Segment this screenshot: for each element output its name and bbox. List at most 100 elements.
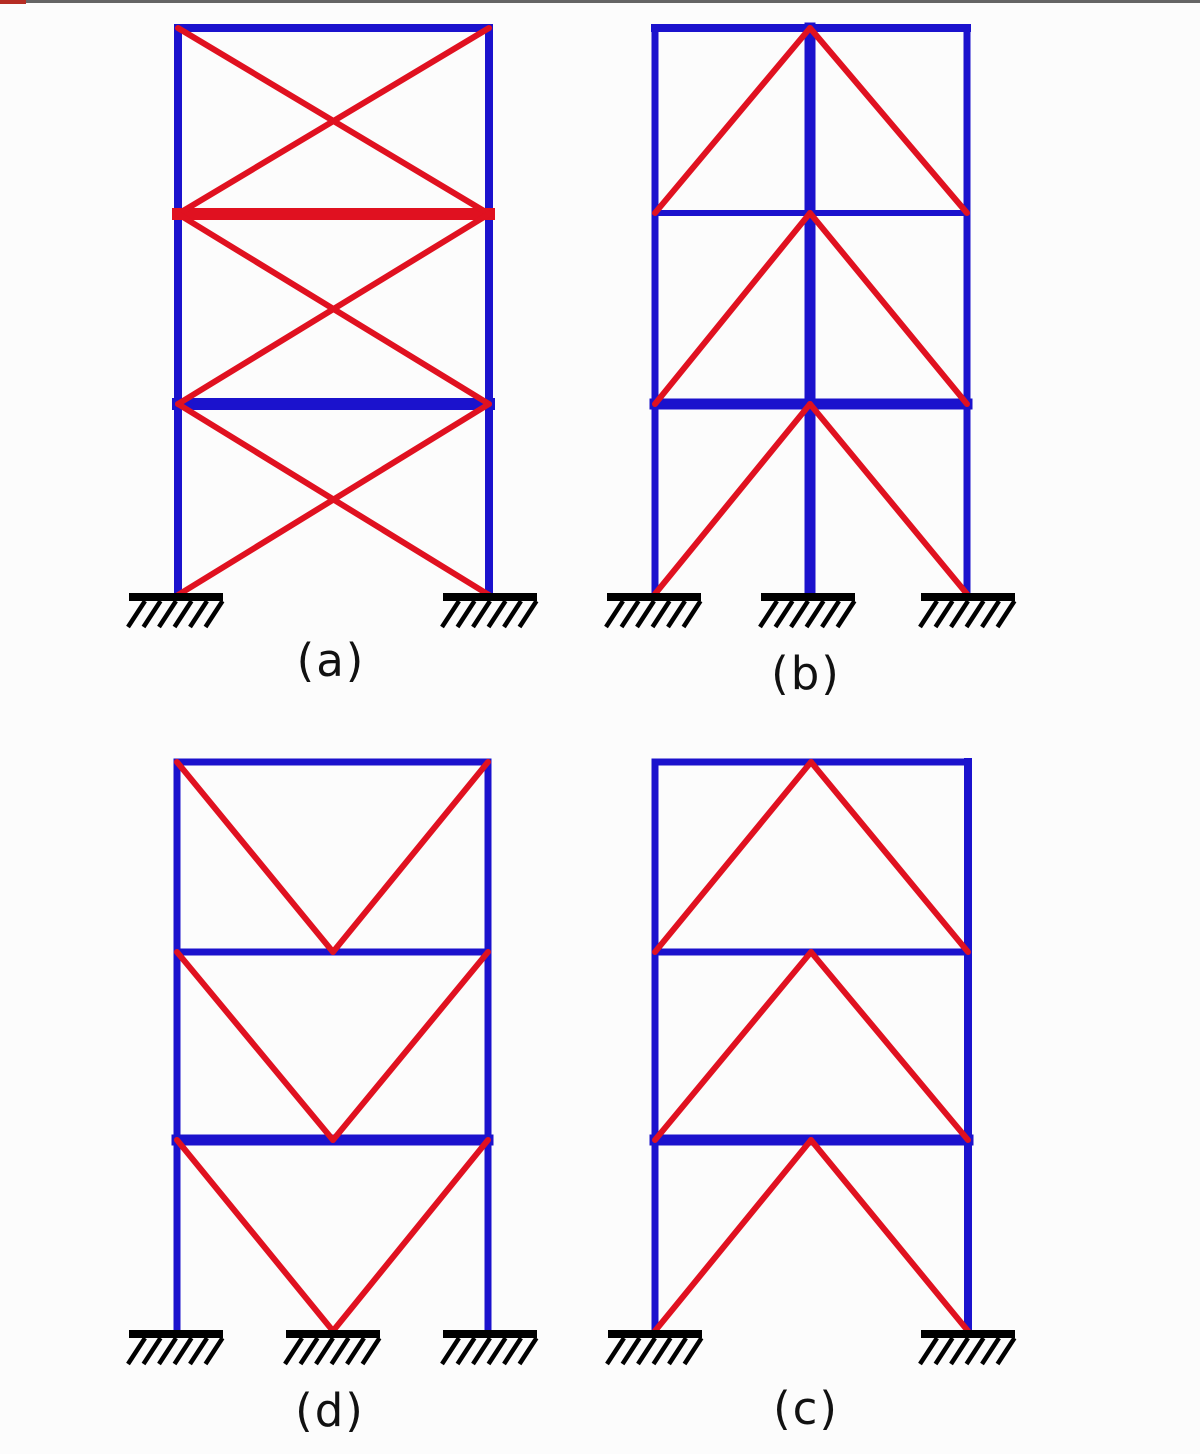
member-diagonal-brace: [807, 25, 970, 216]
ground-hatch: [298, 1336, 320, 1366]
ground-support: [605, 1330, 704, 1366]
ground-hatch: [964, 599, 986, 629]
ground-support: [918, 593, 1017, 629]
ground-hatch: [471, 599, 492, 629]
ground-hatch: [502, 599, 523, 629]
ground-hatch: [964, 1336, 986, 1366]
ground-hatch: [141, 1336, 163, 1366]
ground-hatch: [773, 599, 795, 629]
ground-hatch: [758, 599, 779, 629]
ground-bar: [607, 593, 701, 601]
ground-hatch: [949, 599, 970, 629]
member-v-brace: [330, 949, 491, 1143]
ground-hatch: [682, 1336, 704, 1366]
frame-label-b: (b): [771, 647, 841, 700]
frame-label-a: (a): [297, 634, 366, 687]
ground-hatch: [804, 599, 826, 629]
member-x-brace: [175, 25, 492, 217]
ground-hatch: [620, 1336, 642, 1366]
ground-hatch: [949, 1336, 970, 1366]
frames-layer: [126, 22, 1017, 1366]
ground-hatch: [933, 599, 955, 629]
ground-support: [126, 1330, 225, 1366]
top-edge-line: [0, 0, 1200, 3]
ground-hatch: [440, 1336, 461, 1366]
ground-hatch: [517, 1336, 539, 1366]
ground-hatch: [283, 1336, 304, 1366]
ground-hatch: [440, 599, 461, 629]
ground-hatch: [172, 599, 194, 629]
ground-hatch: [471, 1336, 492, 1366]
ground-hatch: [604, 599, 625, 629]
member-chevron-brace: [808, 949, 971, 1143]
member-chevron-brace: [652, 1137, 814, 1334]
ground-hatch: [486, 599, 508, 629]
page-edge-artifact: [0, 0, 1200, 4]
frame-d: [126, 758, 539, 1366]
ground-hatch: [203, 599, 225, 629]
ground-hatch: [918, 1336, 939, 1366]
ground-hatch: [360, 1336, 382, 1366]
ground-support: [440, 1330, 539, 1366]
member-x-brace: [175, 401, 492, 598]
ground-hatch: [517, 599, 539, 629]
ground-hatch: [995, 599, 1017, 629]
ground-hatch: [789, 599, 810, 629]
member-chevron-brace: [652, 949, 814, 1143]
ground-hatch: [651, 1336, 673, 1366]
ground-hatch: [666, 599, 687, 629]
ground-bar: [761, 593, 855, 601]
ground-bar: [921, 1330, 1015, 1338]
ground-hatch: [635, 599, 656, 629]
ground-hatch: [203, 1336, 225, 1366]
ground-hatch: [314, 1336, 335, 1366]
ground-bar: [443, 1330, 537, 1338]
ground-hatch: [172, 1336, 194, 1366]
ground-support: [440, 593, 539, 629]
ground-hatch: [486, 1336, 508, 1366]
member-v-brace: [174, 949, 336, 1143]
member-chevron-brace: [808, 759, 971, 955]
ground-hatch: [126, 1336, 147, 1366]
ground-hatch: [650, 599, 672, 629]
ground-hatch: [918, 599, 939, 629]
ground-hatch: [636, 1336, 657, 1366]
frame-label-c: (c): [773, 1382, 839, 1435]
ground-support: [758, 593, 857, 629]
ground-hatch: [820, 599, 841, 629]
ground-bar: [129, 1330, 223, 1338]
ground-hatch: [141, 599, 163, 629]
member-diagonal-brace: [807, 210, 970, 407]
ground-hatch: [502, 1336, 523, 1366]
frame-label-d: (d): [295, 1384, 365, 1437]
ground-bar: [443, 593, 537, 601]
ground-support: [126, 593, 225, 629]
ground-hatch: [619, 599, 641, 629]
member-diagonal-brace: [807, 401, 970, 597]
ground-hatch: [681, 599, 703, 629]
ground-hatch: [157, 599, 178, 629]
ground-support: [918, 1330, 1017, 1366]
ground-hatch: [345, 1336, 366, 1366]
frame-c: [605, 758, 1017, 1366]
ground-hatch: [157, 1336, 178, 1366]
ground-hatch: [995, 1336, 1017, 1366]
member-v-brace: [330, 1137, 491, 1334]
ground-hatch: [980, 599, 1001, 629]
member-diagonal-brace: [652, 210, 813, 407]
ground-bar: [129, 593, 223, 601]
top-edge-red-accent: [0, 0, 26, 4]
ground-hatch: [667, 1336, 688, 1366]
ground-hatch: [329, 1336, 351, 1366]
member-v-brace: [174, 1137, 336, 1334]
member-x-brace: [175, 211, 492, 407]
ground-hatch: [933, 1336, 955, 1366]
member-chevron-brace: [808, 1137, 971, 1334]
ground-hatch: [455, 1336, 477, 1366]
ground-hatch: [980, 1336, 1001, 1366]
ground-hatch: [835, 599, 857, 629]
ground-hatch: [605, 1336, 626, 1366]
ground-hatch: [126, 599, 147, 629]
